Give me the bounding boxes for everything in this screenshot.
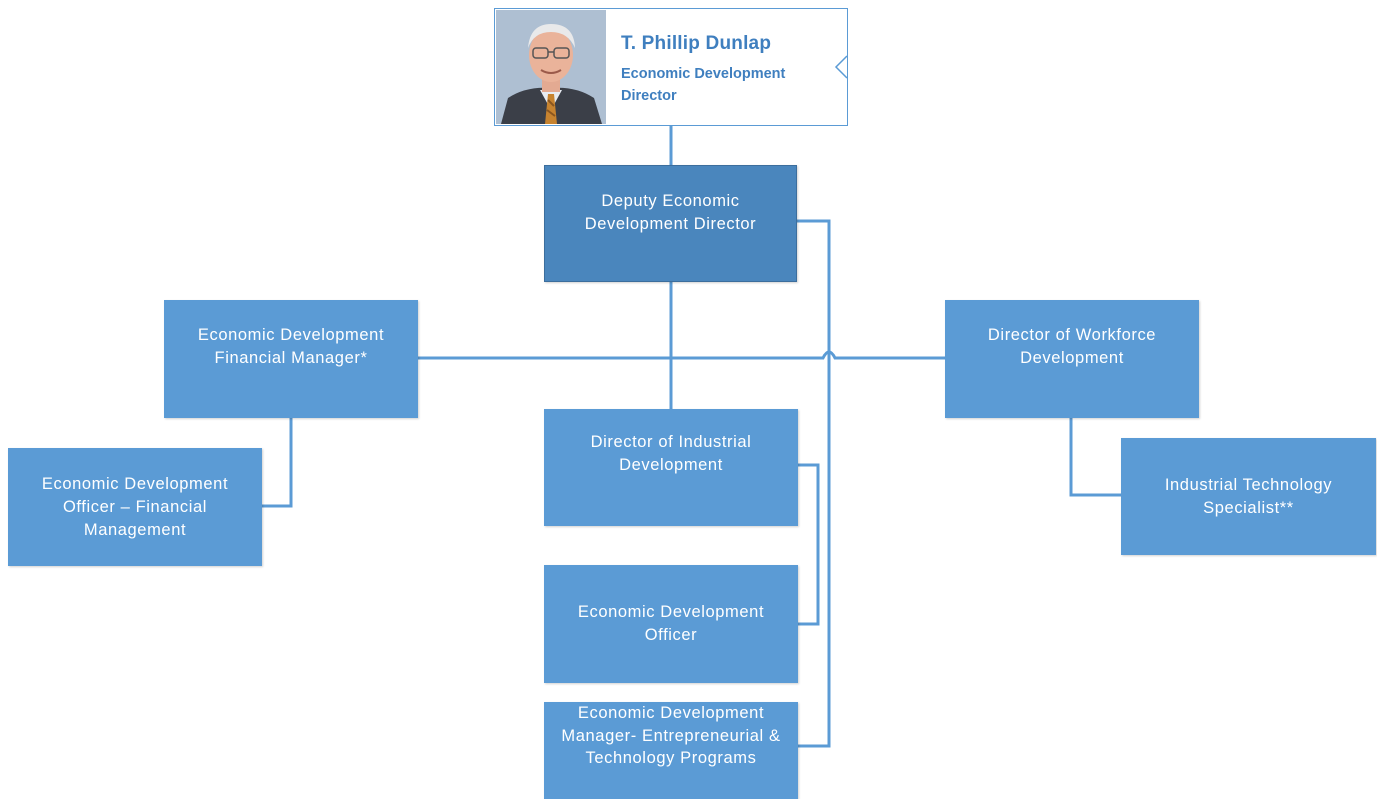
director-name: T. Phillip Dunlap — [621, 33, 772, 54]
node-financial-manager[interactable]: Economic Development Financial Manager* — [164, 300, 418, 418]
node-deputy-label: Deputy Economic Development Director — [584, 192, 757, 233]
director-photo — [496, 10, 606, 124]
connector-industrial-officer — [797, 463, 820, 626]
connector-workforce-specialist — [1069, 418, 1121, 497]
connector-horizontal-bar — [418, 350, 945, 360]
node-ed-manager[interactable]: Economic Development Manager- Entreprene… — [544, 702, 798, 799]
connector-deputy-manager — [797, 219, 831, 748]
node-ed-officer-label: Economic Development Officer — [577, 603, 765, 644]
director-title: Economic Development Director — [621, 66, 786, 104]
node-financial-manager-label: Economic Development Financial Manager* — [197, 326, 385, 367]
node-industrial-director[interactable]: Director of Industrial Development — [544, 409, 798, 526]
node-industrial-director-label: Director of Industrial Development — [590, 433, 752, 474]
director-card: T. Phillip Dunlap Economic Development D… — [494, 8, 848, 126]
node-deputy-director[interactable]: Deputy Economic Development Director — [544, 165, 797, 282]
node-workforce-director-label: Director of Workforce Development — [987, 326, 1157, 367]
portrait-image — [496, 10, 606, 124]
node-workforce-director[interactable]: Director of Workforce Development — [945, 300, 1199, 418]
node-financial-officer[interactable]: Economic Development Officer – Financial… — [8, 448, 262, 566]
node-ed-officer[interactable]: Economic Development Officer — [544, 565, 798, 683]
node-financial-officer-label: Economic Development Officer – Financial… — [41, 474, 229, 539]
connector-financial-officer — [262, 418, 293, 508]
node-industrial-tech-specialist[interactable]: Industrial Technology Specialist** — [1121, 438, 1376, 555]
node-ed-manager-label: Economic Development Manager- Entreprene… — [561, 704, 781, 767]
card-notch-icon — [834, 55, 848, 79]
node-industrial-tech-specialist-label: Industrial Technology Specialist** — [1164, 475, 1333, 517]
